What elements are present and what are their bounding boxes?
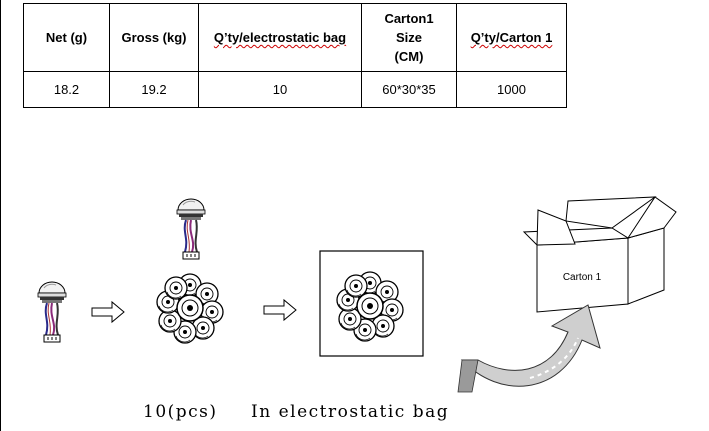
caption-pcs: 10(pcs) bbox=[143, 402, 218, 422]
cell-carton-size: 60*30*35 bbox=[361, 71, 457, 108]
header-qty-bag: Q’ty/electrostatic bag bbox=[198, 3, 362, 72]
table-row: 18.2 19.2 10 60*30*35 1000 bbox=[23, 71, 567, 108]
cell-qty-carton: 1000 bbox=[456, 71, 567, 108]
sensor-icon-top bbox=[176, 198, 206, 260]
sensor-icon bbox=[37, 281, 67, 343]
arrow-right-icon bbox=[91, 301, 125, 323]
table-header-row: Net (g) Gross (kg) Q’ty/electrostatic ba… bbox=[23, 3, 567, 72]
header-qty-carton: Q’ty/Carton 1 bbox=[456, 3, 567, 72]
header-carton-size: Carton1 Size (CM) bbox=[361, 3, 457, 72]
carton-box-icon: Carton 1 bbox=[522, 196, 677, 313]
packing-spec-table: Net (g) Gross (kg) Q’ty/electrostatic ba… bbox=[23, 3, 567, 108]
sensor-bundle-icon bbox=[157, 274, 223, 343]
cell-qty-bag: 10 bbox=[198, 71, 362, 108]
curved-arrow-icon bbox=[457, 304, 601, 393]
header-net: Net (g) bbox=[23, 3, 110, 72]
carton-label: Carton 1 bbox=[563, 272, 602, 283]
caption-bag: In electrostatic bag bbox=[251, 402, 450, 422]
arrow-right-icon-2 bbox=[263, 299, 297, 321]
qty-underline: Q’ty/electrostatic bag bbox=[213, 30, 347, 45]
cell-gross: 19.2 bbox=[109, 71, 199, 108]
cell-net: 18.2 bbox=[23, 71, 110, 108]
page-border-left bbox=[0, 0, 1, 431]
header-gross: Gross (kg) bbox=[109, 3, 199, 72]
